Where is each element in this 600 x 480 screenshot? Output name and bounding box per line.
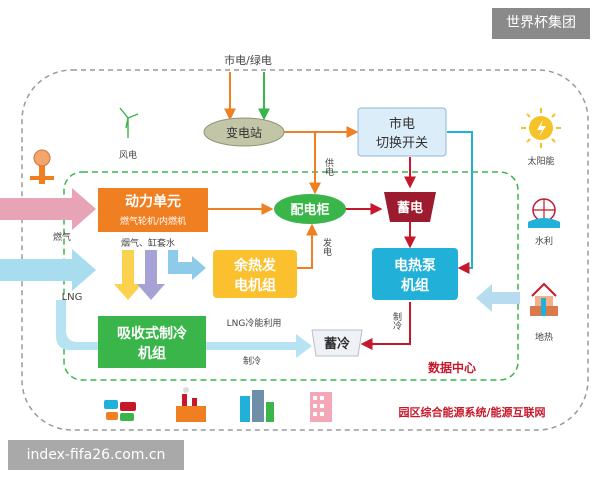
storage-cold-label: 蓄冷	[324, 336, 350, 352]
switch-node	[357, 107, 447, 157]
hydro-label: 水利	[535, 235, 553, 247]
heat-pump-node	[372, 248, 458, 300]
distribution-label: 配电柜	[290, 202, 329, 218]
storage-elec-node	[384, 192, 436, 222]
flue-arrow-yellow	[114, 250, 142, 300]
lng-input-arrow	[0, 249, 96, 291]
absorption-label-line2: 机组	[138, 345, 166, 362]
geothermal-arrow	[476, 284, 520, 312]
waste-heat-node	[213, 250, 297, 298]
office-building-icon	[310, 392, 332, 422]
absorption-node	[98, 316, 206, 368]
heatpump-to-coldstorage	[360, 302, 411, 350]
switch-to-heatpump	[447, 131, 473, 274]
system-title: 园区综合能源系统/能源互联网	[398, 405, 545, 419]
cooling-label-right: 制冷	[391, 311, 402, 331]
lng-input-label: LNG	[62, 292, 83, 303]
sun-icon	[521, 108, 561, 148]
flue-arrow-purple	[137, 250, 165, 300]
generate-label: 发电	[321, 237, 332, 256]
datacenter-boundary	[63, 171, 519, 381]
distribution-node	[274, 194, 346, 224]
flue-arrow-blue	[168, 250, 206, 280]
brand-watermark: 世界杯集团	[492, 8, 590, 39]
solar-label: 太阳能	[527, 155, 554, 167]
datacenter-label: 数据中心	[428, 360, 476, 375]
gas-valve-icon	[30, 149, 54, 184]
buildings-icon	[240, 390, 274, 422]
flue-label: 烟气、缸套水	[121, 237, 175, 249]
site-watermark: index-fifa26.com.cn	[8, 440, 184, 470]
geothermal-icon	[530, 282, 558, 316]
wind-turbine-icon	[119, 107, 139, 138]
water-wheel-icon	[528, 198, 560, 228]
storage-cold-node	[311, 329, 363, 357]
heat-pump-label-line1: 电热泵	[394, 257, 436, 274]
cooling-label-bottom: 制冷	[243, 355, 261, 367]
switch-label-line2: 切换开关	[376, 136, 428, 151]
wind-label: 风电	[119, 149, 137, 161]
power-unit-sublabel: 燃气轮机/内燃机	[120, 215, 186, 227]
waste-heat-label-line2: 电机组	[234, 277, 276, 294]
gas-input-label: 燃气	[53, 231, 71, 243]
substation-label: 变电站	[226, 125, 262, 140]
geothermal-label: 地热	[535, 331, 553, 343]
outer-boundary	[21, 69, 589, 431]
waste-heat-label-line1: 余热发	[233, 257, 277, 274]
power-unit-label: 动力单元	[125, 193, 181, 210]
heat-pump-label-line2: 机组	[401, 277, 429, 294]
lng-cold-label: LNG冷能利用	[227, 317, 282, 329]
cars-icon	[104, 400, 136, 421]
grid-input-label: 市电/绿电	[224, 53, 272, 67]
substation-node	[203, 117, 285, 147]
power-unit-node	[98, 188, 208, 232]
wasteheat-to-distribution	[297, 223, 318, 269]
factory-icon	[176, 387, 206, 422]
gas-input-arrow	[0, 188, 96, 230]
supply-label: 供电	[323, 157, 334, 176]
absorption-label-line1: 吸收式制冷	[117, 325, 187, 342]
storage-elec-label: 蓄电	[397, 200, 423, 216]
switch-label-line1: 市电	[389, 116, 415, 132]
